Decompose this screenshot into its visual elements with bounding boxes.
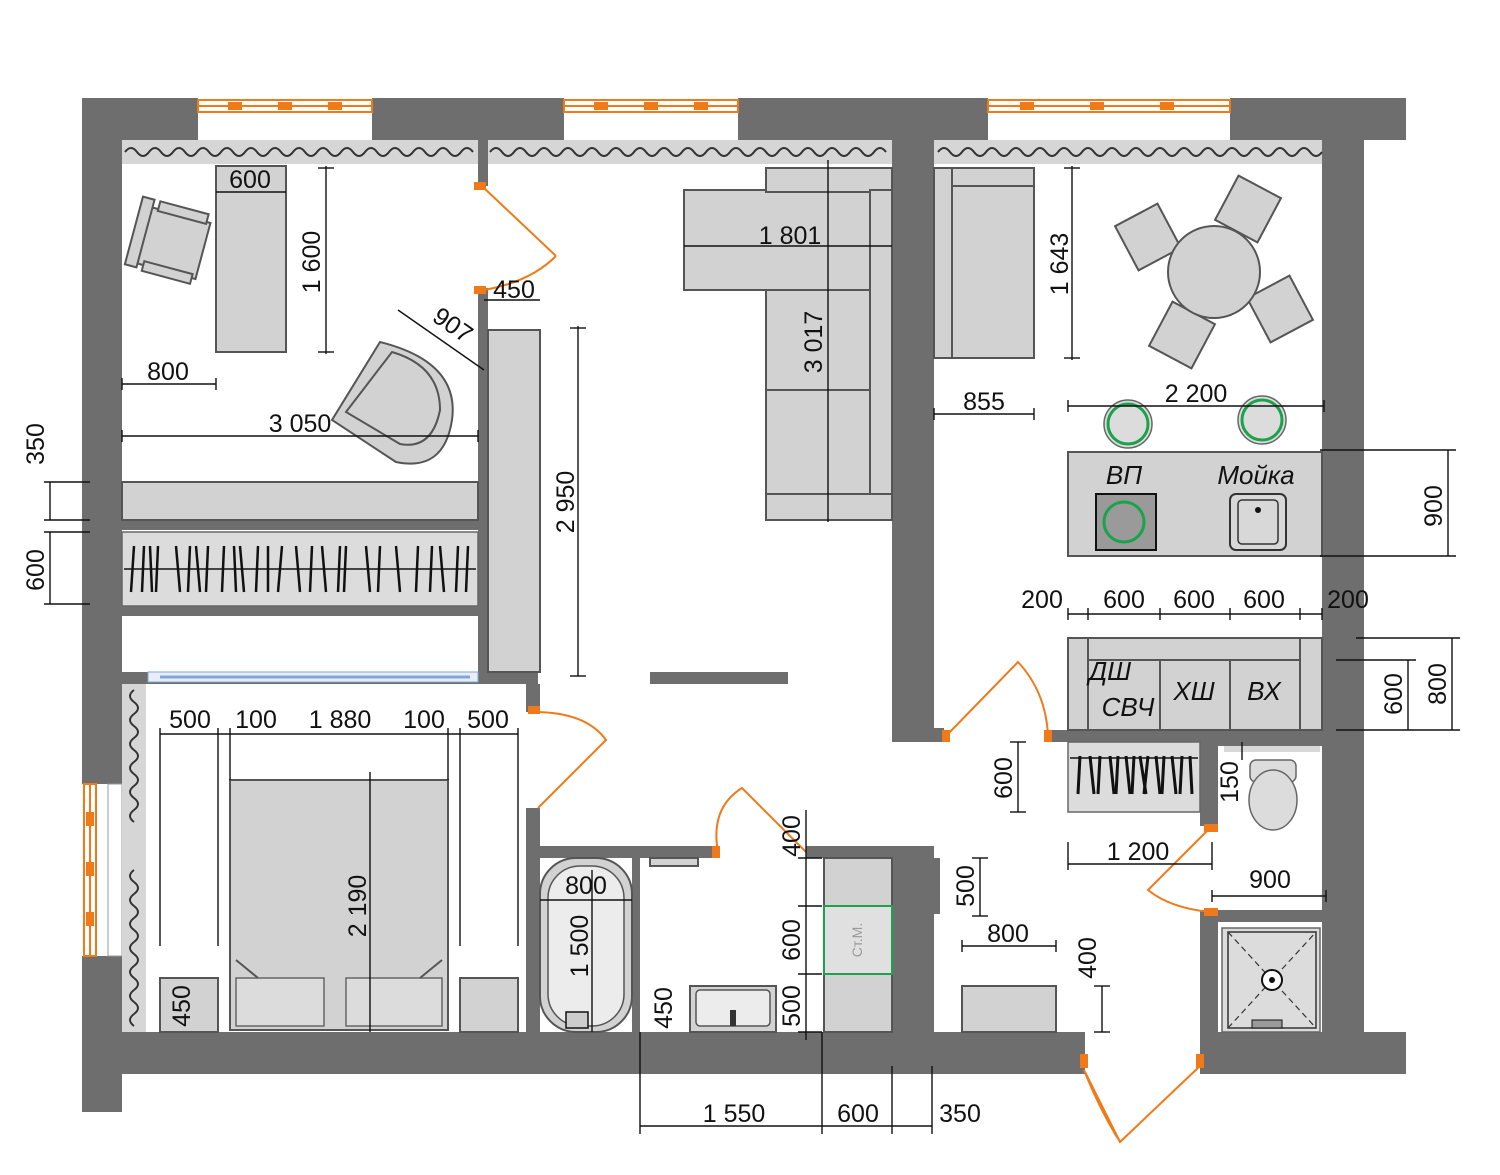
dim-sofa-length: 3 017	[800, 311, 828, 374]
dim-module-600-3: 600	[1243, 586, 1285, 614]
corner-sofa	[683, 167, 893, 521]
dim-hall-500: 500	[952, 865, 980, 907]
label-fridge: ХШ	[1172, 676, 1214, 706]
nightstand-right	[459, 977, 519, 1033]
bedroom-furniture	[159, 779, 519, 1033]
dim-bath-width: 800	[565, 872, 607, 900]
dimension-labels: 600 1 600 907 450 800 3 050 350 600 2 95…	[22, 166, 1452, 1128]
dim-study-clear: 800	[147, 358, 189, 386]
label-microwave: СВЧ	[1102, 692, 1155, 722]
dim-study-width: 3 050	[269, 410, 332, 438]
dim-armchair: 907	[427, 302, 477, 349]
armchair	[330, 340, 454, 465]
dim-bed-side-right: 500	[467, 706, 509, 734]
dim-bath-length: 1 500	[566, 915, 594, 978]
dim-kitchen-sofa: 1 643	[1046, 233, 1074, 296]
bar-stools	[1103, 395, 1287, 449]
study-shelf	[121, 481, 479, 521]
dim-kitchen-clear: 855	[963, 388, 1005, 416]
walls	[82, 98, 1406, 1112]
dim-wardrobe-depth-left: 600	[22, 549, 50, 591]
dim-hall-800: 800	[987, 920, 1029, 948]
dim-bottom-1550: 1 550	[703, 1100, 766, 1128]
kitchen-cabinets	[1067, 637, 1323, 731]
dim-wall-small-left: 350	[22, 423, 50, 465]
dim-bath-600: 600	[778, 919, 806, 961]
dim-island-depth: 900	[1420, 485, 1448, 527]
kitchen-furniture	[933, 167, 1323, 731]
doors	[474, 182, 1218, 1144]
dim-wc-150: 150	[1216, 761, 1244, 803]
dim-bed-side-left: 500	[169, 706, 211, 734]
label-sink: Мойка	[1217, 460, 1294, 490]
hall-furniture	[1067, 741, 1321, 1033]
label-dishwasher: ДШ	[1086, 656, 1131, 686]
dim-bath-500: 500	[778, 985, 806, 1027]
dim-bottom-600: 600	[837, 1100, 879, 1128]
dim-door-gap: 450	[493, 276, 535, 304]
hall-bench	[961, 985, 1057, 1033]
nightstand-left	[159, 977, 219, 1033]
dim-sink-450: 450	[650, 987, 678, 1029]
dim-bed-width: 1 880	[309, 706, 372, 734]
dim-bottom-350: 350	[939, 1100, 981, 1128]
dim-hall-400: 400	[1074, 937, 1102, 979]
dim-bath-400: 400	[778, 815, 806, 857]
washer	[823, 905, 893, 975]
windows	[83, 99, 1231, 957]
dining-set	[1113, 174, 1315, 370]
dim-shower-width: 900	[1249, 866, 1291, 894]
dim-corridor-wardrobe: 2 950	[552, 471, 580, 534]
office-chair	[123, 195, 212, 286]
dim-module-200-left: 200	[1021, 586, 1063, 614]
bathroom-furniture	[539, 857, 1057, 1033]
label-washer: Ст.М.	[849, 923, 865, 957]
dim-module-600-1: 600	[1103, 586, 1145, 614]
label-cooktop: ВП	[1106, 460, 1142, 490]
dim-bed-length: 2 190	[344, 875, 372, 938]
dim-nightstand-left: 450	[168, 985, 196, 1027]
curtains	[122, 140, 1323, 1032]
dim-cabinet-depth: 600	[1380, 673, 1408, 715]
desk	[215, 165, 287, 353]
study-furniture	[121, 165, 479, 683]
dim-desk-width: 600	[229, 166, 271, 194]
dimension-lines	[44, 160, 1460, 1134]
corridor-wardrobe	[487, 329, 788, 684]
toilet	[1248, 759, 1298, 831]
shower	[1221, 927, 1321, 1033]
appliance-labels: ВП Мойка ДШ СВЧ ХШ ВХ Ст.М.	[849, 460, 1295, 957]
dim-cabinet-total: 800	[1424, 663, 1452, 705]
dim-module-200-right: 200	[1327, 586, 1369, 614]
dim-sofa-width: 1 801	[759, 222, 822, 250]
dim-module-600-2: 600	[1173, 586, 1215, 614]
dim-desk-length: 1 600	[298, 231, 326, 294]
label-oven: ВХ	[1247, 676, 1282, 706]
dim-hall-wardrobe-depth: 600	[990, 757, 1018, 799]
dim-hall-wardrobe-len: 1 200	[1107, 838, 1170, 866]
dim-bed-gap-right: 100	[403, 706, 445, 734]
dim-island-length: 2 200	[1165, 380, 1228, 408]
dim-bed-gap-left: 100	[235, 706, 277, 734]
